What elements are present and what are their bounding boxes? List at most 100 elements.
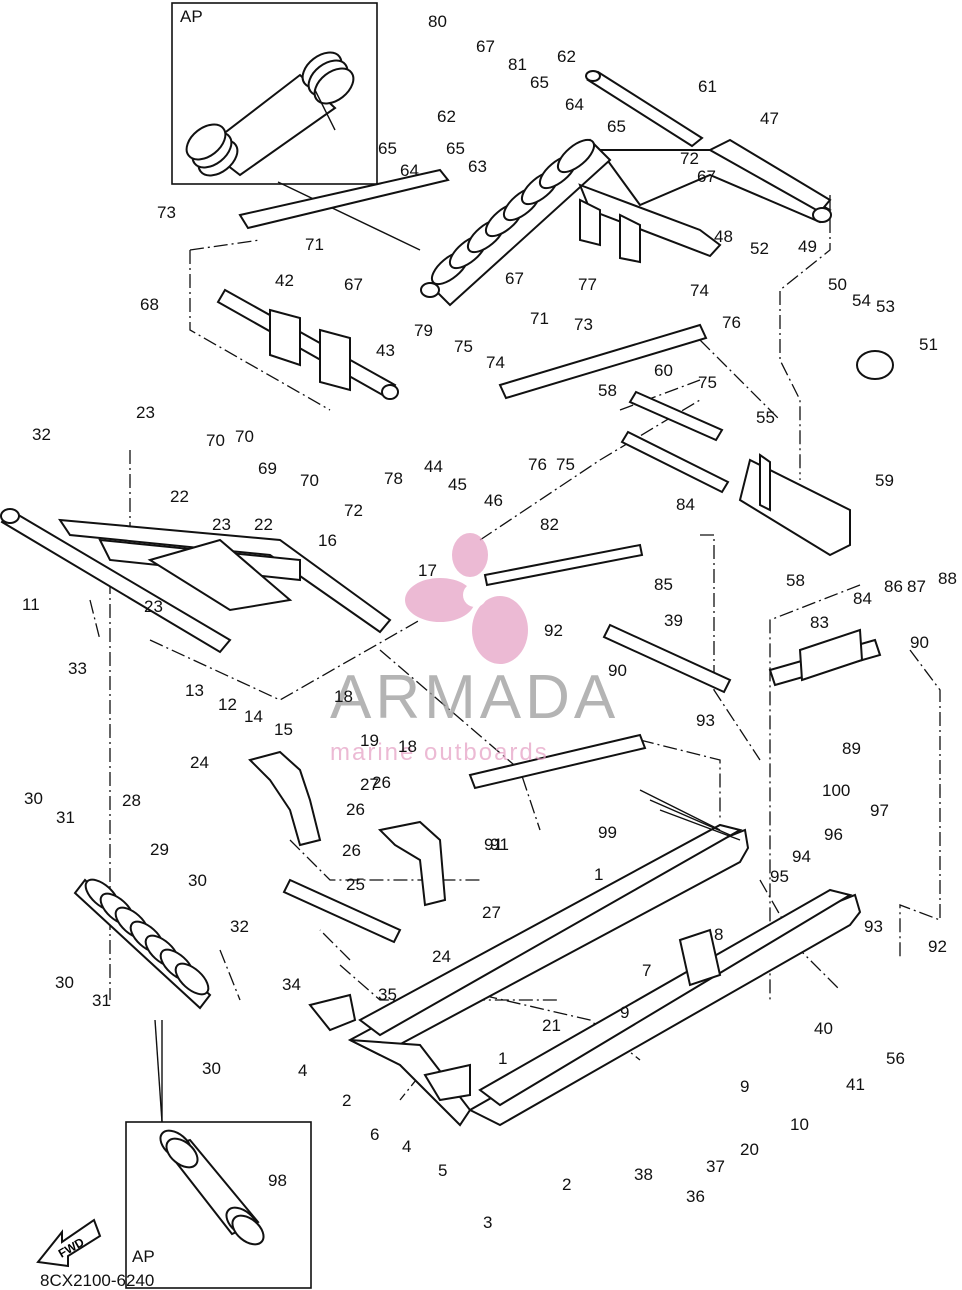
callout-75: 75 <box>698 373 717 392</box>
callout-92: 92 <box>928 937 947 956</box>
part-24-bracket-lower <box>377 820 447 907</box>
callout-26: 26 <box>372 773 391 792</box>
callout-93: 93 <box>864 917 883 936</box>
callout-63: 63 <box>468 157 487 176</box>
forward-arrow-icon: FWD <box>36 1218 102 1268</box>
callout-86: 86 <box>884 577 903 596</box>
callout-68: 68 <box>140 295 159 314</box>
callout-72: 72 <box>680 149 699 168</box>
callout-90: 90 <box>608 661 627 680</box>
callout-90: 90 <box>910 633 929 652</box>
callout-6: 6 <box>370 1125 379 1144</box>
callout-75: 75 <box>556 455 575 474</box>
callout-30: 30 <box>55 973 74 992</box>
callout-21: 21 <box>542 1016 561 1035</box>
callout-31: 31 <box>56 808 75 827</box>
callout-99: 99 <box>598 823 617 842</box>
callout-88: 88 <box>938 569 957 588</box>
part-73-link-lower <box>498 323 708 400</box>
callout-14: 14 <box>244 707 263 726</box>
callout-55: 55 <box>756 408 775 427</box>
inset-frame-bottom <box>125 1121 312 1289</box>
part-60-rod <box>628 390 724 442</box>
callout-40: 40 <box>814 1019 833 1038</box>
callout-85: 85 <box>654 575 673 594</box>
callout-59: 59 <box>875 471 894 490</box>
part-53-plate <box>856 350 894 380</box>
callout-30: 30 <box>188 871 207 890</box>
callout-32: 32 <box>230 917 249 936</box>
callout-95: 95 <box>770 867 789 886</box>
diagram-code: 8CX2100-6240 <box>40 1271 154 1290</box>
part-1-2-slide-rails <box>347 823 862 1127</box>
callout-13: 13 <box>185 681 204 700</box>
inset-label-top: AP <box>180 7 203 26</box>
callout-17: 17 <box>418 561 437 580</box>
part-47-upper-arm <box>598 138 832 224</box>
part-42-43-cross-shaft <box>216 288 399 400</box>
callout-72: 72 <box>344 501 363 520</box>
callout-46: 46 <box>484 491 503 510</box>
callout-24: 24 <box>190 753 209 772</box>
callout-23: 23 <box>144 597 163 616</box>
callout-28: 28 <box>122 791 141 810</box>
callout-84: 84 <box>853 589 872 608</box>
callout-3: 3 <box>483 1213 492 1232</box>
bushing-illustration-top <box>185 51 355 177</box>
callout-67: 67 <box>505 269 524 288</box>
part-48-bracket <box>578 183 722 264</box>
callout-81: 81 <box>508 55 527 74</box>
callout-82: 82 <box>540 515 559 534</box>
callout-22: 22 <box>254 515 273 534</box>
callout-98: 98 <box>268 1171 287 1190</box>
callout-58: 58 <box>786 571 805 590</box>
callout-70: 70 <box>300 471 319 490</box>
callout-18: 18 <box>398 737 417 756</box>
callout-91: 91 <box>484 835 503 854</box>
callout-30: 30 <box>24 789 43 808</box>
callout-32: 32 <box>32 425 51 444</box>
callout-84: 84 <box>676 495 695 514</box>
callout-33: 33 <box>68 659 87 678</box>
bushing-illustration-bottom <box>159 1129 265 1246</box>
callout-93: 93 <box>696 711 715 730</box>
callout-71: 71 <box>530 309 549 328</box>
callout-49: 49 <box>798 237 817 256</box>
callout-47: 47 <box>760 109 779 128</box>
callout-96: 96 <box>824 825 843 844</box>
callout-4: 4 <box>402 1137 411 1156</box>
callout-37: 37 <box>706 1157 725 1176</box>
callout-5: 5 <box>438 1161 447 1180</box>
callout-65: 65 <box>378 139 397 158</box>
callout-83: 83 <box>810 613 829 632</box>
part-39-shaft <box>602 623 732 694</box>
callout-69: 69 <box>258 459 277 478</box>
callout-45: 45 <box>448 475 467 494</box>
part-73-link-upper <box>238 168 450 230</box>
callout-54: 54 <box>852 291 871 310</box>
callout-60: 60 <box>654 361 673 380</box>
callout-1: 1 <box>594 865 603 884</box>
callout-77: 77 <box>578 275 597 294</box>
callout-16: 16 <box>318 531 337 550</box>
callout-51: 51 <box>919 335 938 354</box>
callout-9: 9 <box>620 1003 629 1022</box>
propeller-logo-icon <box>405 533 528 664</box>
watermark-brand: ARMADA <box>330 663 619 732</box>
callout-56: 56 <box>886 1049 905 1068</box>
part-63-rear-shock <box>420 138 612 307</box>
callout-67: 67 <box>697 167 716 186</box>
callout-87: 87 <box>907 577 926 596</box>
callout-75: 75 <box>454 337 473 356</box>
callout-91: 91 <box>490 835 509 854</box>
callout-70: 70 <box>206 431 225 450</box>
callout-73: 73 <box>574 315 593 334</box>
callout-7: 7 <box>642 961 651 980</box>
callout-18: 18 <box>334 687 353 706</box>
callout-65: 65 <box>530 73 549 92</box>
callout-44: 44 <box>424 457 443 476</box>
callout-61: 61 <box>698 77 717 96</box>
callout-41: 41 <box>846 1075 865 1094</box>
callout-38: 38 <box>634 1165 653 1184</box>
